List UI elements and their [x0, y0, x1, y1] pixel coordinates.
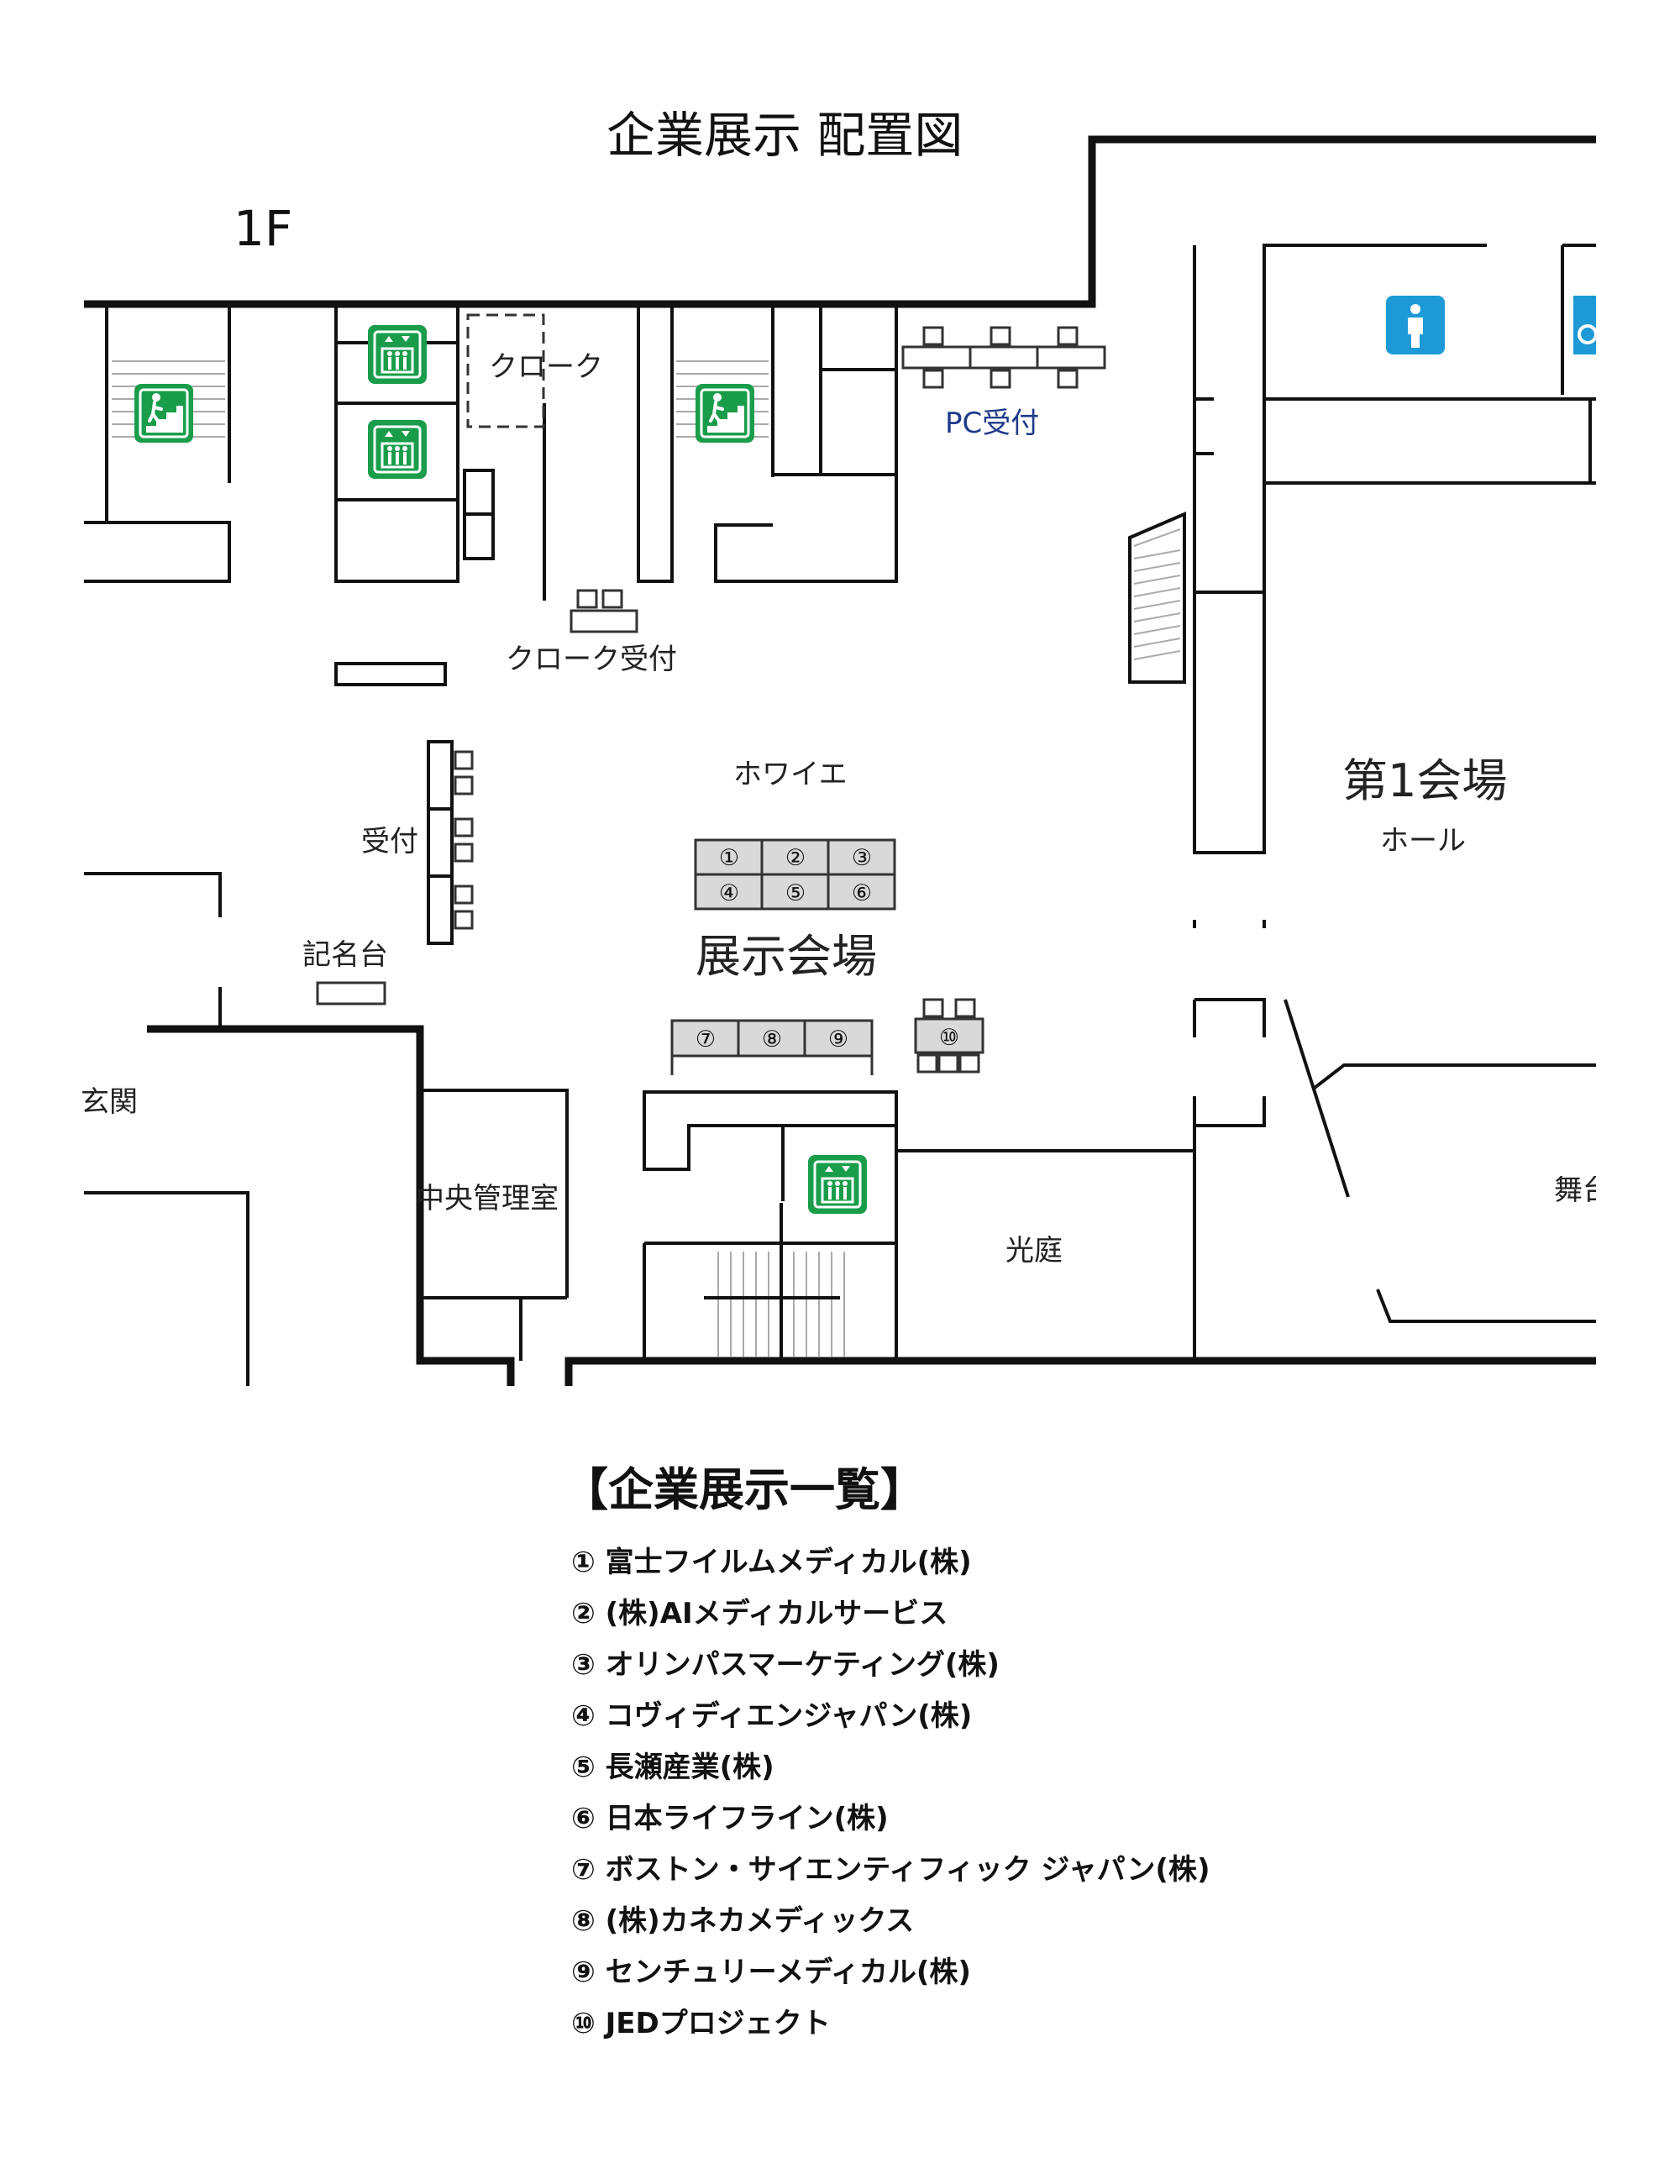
hall1-sub-label: ホール	[1380, 824, 1466, 858]
booth-3-label: ③	[852, 845, 872, 871]
legend-item-10: ⑩ JEDプロジェクト	[571, 2007, 831, 2040]
reception-label: 受付	[361, 825, 418, 858]
outer-walls	[84, 135, 1596, 1386]
page-title: 企業展示 配置図	[606, 107, 963, 164]
interior-walls	[84, 244, 1596, 1386]
booth-7-label: ⑦	[696, 1026, 716, 1053]
legend-item-4: ④ コヴィディエンジャパン(株)	[571, 1699, 973, 1733]
booth-labels: ① ② ③ ④ ⑤ ⑥ ⑦ ⑧ ⑨ ⑩	[696, 845, 959, 1053]
cloak-area	[466, 313, 545, 428]
hall1-label: 第1会場	[1342, 754, 1508, 807]
central-control-label: 中央管理室	[416, 1182, 559, 1215]
entrance-label: 玄関	[81, 1085, 138, 1119]
sign-desk-label: 記名台	[302, 938, 388, 972]
cloak-reception-label: クローク受付	[506, 643, 677, 676]
booth-1-label: ①	[719, 845, 739, 871]
reception-chairs	[454, 750, 474, 930]
cloak-label: クローク	[489, 350, 603, 384]
stairs-icon	[134, 384, 193, 443]
accessible-restroom-icon	[1573, 296, 1598, 354]
stairs-icon	[696, 384, 754, 443]
stage-label: 舞台	[1554, 1176, 1596, 1205]
legend-item-1: ① 富士フイルムメディカル(株)	[571, 1546, 972, 1579]
booths-7-9	[670, 1019, 874, 1075]
legend-item-6: ⑥ 日本ライフライン(株)	[571, 1802, 889, 1835]
booth-6-label: ⑥	[852, 880, 872, 906]
foyer-label: ホワイエ	[733, 758, 848, 791]
pc-reception-furniture	[901, 326, 1106, 389]
legend-item-5: ⑤ 長瀬産業(株)	[571, 1751, 774, 1784]
elevator-icon	[808, 1155, 867, 1214]
booth-4-label: ④	[719, 880, 739, 906]
elevator-icon	[368, 420, 427, 479]
elevator-icon	[368, 325, 427, 384]
booths-1-6	[694, 838, 896, 911]
sign-desk	[316, 981, 386, 1005]
floor-label: 1F	[234, 200, 293, 257]
legend-item-9: ⑨ センチュリーメディカル(株)	[571, 1956, 971, 1989]
booth-10-label: ⑩	[939, 1025, 959, 1051]
legend-item-2: ② (株)AIメディカルサービス	[571, 1597, 948, 1630]
booth-2-label: ②	[785, 845, 806, 871]
booth-10	[914, 998, 984, 1074]
legend-item-3: ③ オリンパスマーケティング(株)	[571, 1648, 1000, 1682]
booth-9-label: ⑨	[828, 1026, 848, 1053]
stair-treads	[112, 360, 1181, 1357]
pc-reception-label: PC受付	[945, 407, 1040, 440]
exhibit-hall-label: 展示会場	[696, 930, 877, 983]
legend-title: 【企業展示一覧】	[563, 1463, 926, 1516]
restroom-male-icon	[1386, 296, 1445, 354]
legend-item-7: ⑦ ボストン・サイエンティフィック ジャパン(株)	[571, 1853, 1210, 1887]
cloak-reception-desk	[570, 589, 638, 633]
courtyard-label: 光庭	[1005, 1234, 1063, 1268]
legend-item-8: ⑧ (株)カネカメディックス	[571, 1904, 915, 1938]
booth-5-label: ⑤	[785, 880, 806, 906]
booth-8-label: ⑧	[762, 1026, 782, 1053]
